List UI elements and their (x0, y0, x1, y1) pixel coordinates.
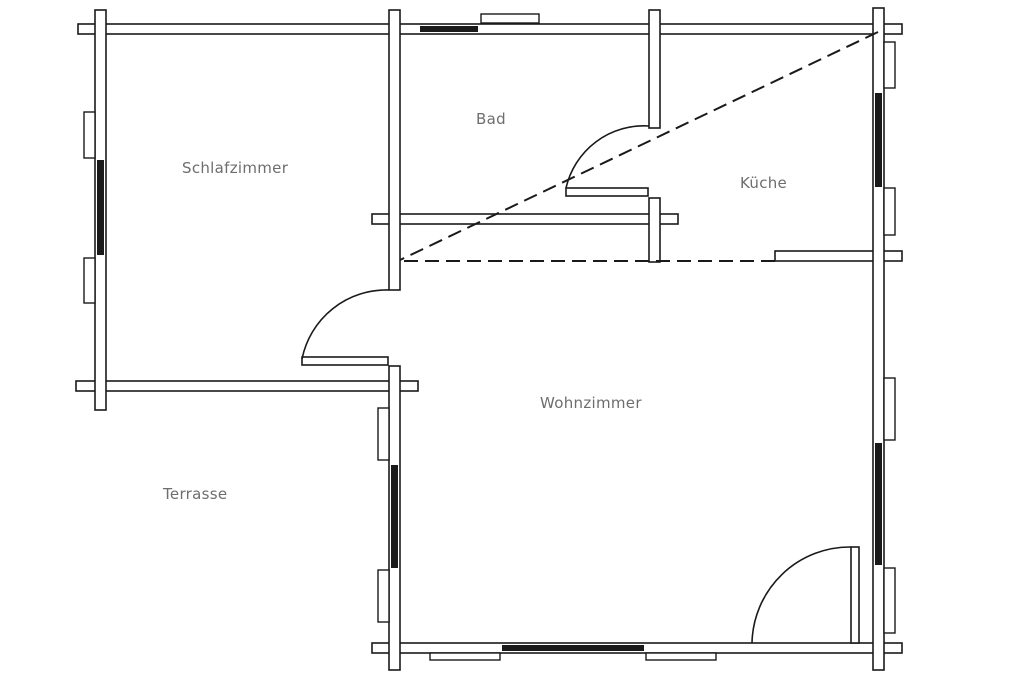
wall-bedroom-east (388, 9, 401, 291)
door-swing-living (751, 546, 852, 644)
room-label-wohnzimmer: Wohnzimmer (540, 394, 642, 412)
doors (301, 125, 852, 644)
door-swing-bedroom (301, 289, 390, 360)
window-glass (875, 93, 882, 187)
walls-vertical (94, 7, 885, 671)
window-frame (883, 377, 896, 441)
window-glass (502, 645, 644, 651)
window-glass (875, 443, 882, 565)
window-frame (883, 567, 896, 634)
wall-kitchen-stub (774, 250, 903, 262)
wall-bath-east-upper (648, 9, 661, 129)
wall-bath-south (371, 213, 679, 225)
room-label-bad: Bad (476, 110, 506, 128)
window-glass (391, 465, 398, 568)
room-label-schlafzimmer: Schlafzimmer (182, 159, 289, 177)
door-swing-bath (565, 125, 650, 189)
window-frame (83, 257, 96, 304)
wall-door-stub-bath (565, 187, 649, 197)
window-frame (429, 652, 501, 661)
window-frame (645, 652, 717, 661)
window-frame (83, 111, 96, 159)
room-labels: Schlafzimmer Bad Küche Wohnzimmer Terras… (162, 110, 787, 503)
window-glass (420, 26, 478, 32)
room-label-terrasse: Terrasse (162, 485, 227, 503)
window-frame (480, 13, 540, 24)
open-area-lines (399, 31, 879, 262)
wall-door-stub-bedroom (301, 356, 389, 366)
window-frame (377, 569, 390, 623)
window-frame (883, 187, 896, 236)
wall-top (77, 23, 903, 35)
window-glass (97, 160, 104, 255)
wall-right (872, 7, 885, 671)
wall-bedroom-south (75, 380, 419, 392)
window-frame (883, 41, 896, 89)
room-label-kueche: Küche (740, 174, 787, 192)
window-frame (377, 407, 390, 461)
wall-door-jamb-living (850, 546, 860, 644)
windows (83, 13, 896, 661)
dashed-line-diagonal (399, 31, 879, 261)
wall-bath-east-lower (648, 197, 661, 263)
